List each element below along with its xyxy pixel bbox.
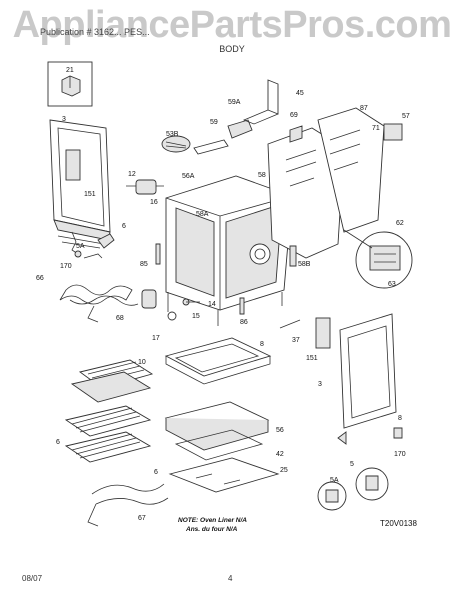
callout-37: 37 xyxy=(292,337,300,344)
callout-42: 42 xyxy=(276,451,284,458)
diagram-code: T20V0138 xyxy=(380,519,417,528)
callout-6-left: 6 xyxy=(122,223,126,230)
callout-21: 21 xyxy=(66,67,74,74)
thermostat-switch xyxy=(126,179,164,195)
callout-17: 17 xyxy=(152,335,160,342)
callout-56: 56 xyxy=(276,427,284,434)
callout-170-right: 170 xyxy=(394,451,406,458)
callout-69: 69 xyxy=(290,112,298,119)
callout-66: 66 xyxy=(36,275,44,282)
footer-page-number: 4 xyxy=(228,574,233,583)
rear-panel-assembly xyxy=(267,107,403,259)
callout-6-rack-a: 6 xyxy=(56,439,60,446)
callout-62: 62 xyxy=(396,220,404,227)
callout-86: 86 xyxy=(240,319,248,326)
oven-racks xyxy=(64,405,152,463)
top-vent-parts xyxy=(161,79,279,155)
callout-87: 87 xyxy=(360,105,368,112)
callout-58B: 58B xyxy=(298,261,311,268)
right-side-panel xyxy=(279,313,397,429)
callout-8-right: 8 xyxy=(398,415,402,422)
callout-5A-left: 5A xyxy=(76,243,85,250)
note-oven-liner: NOTE: Oven Liner N/A xyxy=(178,517,247,524)
section-title: BODY xyxy=(219,44,245,54)
callout-85: 85 xyxy=(140,261,148,268)
callout-53B: 53B xyxy=(166,131,179,138)
callout-58A: 58A xyxy=(196,211,209,218)
callout-57: 57 xyxy=(402,113,410,120)
callout-12: 12 xyxy=(128,171,136,178)
callout-15: 15 xyxy=(192,313,200,320)
callout-5A-right: 5A xyxy=(330,477,339,484)
left-leveling-leg xyxy=(71,231,115,259)
broil-pan xyxy=(70,359,154,403)
note-oven-liner-fr: Ans. du four N/A xyxy=(185,526,238,533)
callout-59: 59 xyxy=(210,119,218,126)
callout-59A: 59A xyxy=(228,99,241,106)
callout-170-left: 170 xyxy=(60,263,72,270)
broil-element xyxy=(87,483,169,527)
callout-5: 5 xyxy=(350,461,354,468)
publication-header: Publication # 3162... PES... xyxy=(40,27,150,37)
callout-58: 58 xyxy=(258,172,266,179)
callout-10: 10 xyxy=(138,359,146,366)
callout-14: 14 xyxy=(208,301,216,308)
callout-8-top: 8 xyxy=(260,341,264,348)
left-side-panel xyxy=(49,119,111,249)
oven-liner-stack xyxy=(164,337,280,493)
callout-151-right: 151 xyxy=(306,355,318,362)
callout-3-left: 3 xyxy=(62,116,66,123)
callout-3-right: 3 xyxy=(318,381,322,388)
callout-67: 67 xyxy=(138,515,146,522)
terminal-block-detail xyxy=(343,229,413,289)
watermark: AppliancePartsPros.com xyxy=(12,4,452,46)
leveling-leg-detail xyxy=(317,427,403,511)
callout-71: 71 xyxy=(372,125,380,132)
callout-6-rack-b: 6 xyxy=(154,469,158,476)
callout-63: 63 xyxy=(388,281,396,288)
part-21-inset xyxy=(47,61,93,107)
sensor-parts xyxy=(141,289,200,321)
callout-16: 16 xyxy=(150,199,158,206)
callout-151-left: 151 xyxy=(84,191,96,198)
callout-45: 45 xyxy=(296,90,304,97)
callout-56A: 56A xyxy=(182,173,195,180)
callout-25: 25 xyxy=(280,467,288,474)
oven-body-frame xyxy=(165,175,293,326)
side-brackets xyxy=(155,243,297,315)
callout-68: 68 xyxy=(116,315,124,322)
footer-date: 08/07 xyxy=(22,574,43,583)
bake-element xyxy=(59,284,139,323)
